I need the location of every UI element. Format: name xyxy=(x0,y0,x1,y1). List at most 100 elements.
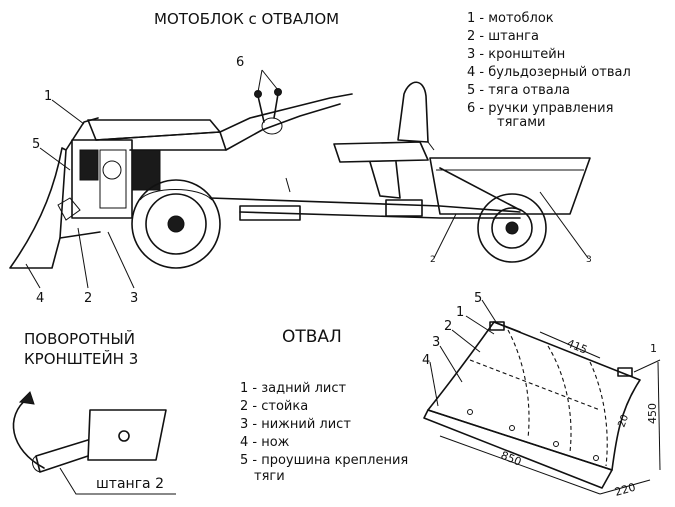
blade-section: ОТВАЛ 1 - задний лист 2 - стойка 3 - ниж… xyxy=(240,291,661,499)
cart-wheel-tyre xyxy=(477,193,547,263)
dim-line-450 xyxy=(657,361,661,471)
legend-item-2: 2 - штанга xyxy=(467,29,539,44)
bolt-hole xyxy=(467,409,473,415)
bolt-hole xyxy=(553,441,559,447)
blade-callout-2: 2 xyxy=(444,319,452,334)
blade-legend: 1 - задний лист 2 - стойка 3 - нижний ли… xyxy=(240,381,408,484)
callout-1: 1 xyxy=(44,89,52,104)
callout-line-6a xyxy=(257,69,263,93)
bracket-title-line2: КРОНШТЕЙН 3 xyxy=(24,349,138,368)
main-callouts: 1 5 6 4 2 3 2 3 xyxy=(25,55,592,306)
blade-legend-item-5-cont: тяги xyxy=(254,469,285,484)
cart-wheel-hub xyxy=(505,221,519,235)
seat-bracket xyxy=(427,141,435,151)
drive-wheel-tread xyxy=(139,189,213,201)
blade-rib-1 xyxy=(507,329,530,439)
diagram-title: МОТОБЛОК с ОТВАЛОМ xyxy=(154,10,339,28)
callout-line-5 xyxy=(39,147,71,171)
control-lever-left xyxy=(257,95,265,123)
callout-line-2 xyxy=(77,227,89,289)
blade-mid-line xyxy=(469,359,601,411)
blade-legend-item-3: 3 - нижний лист xyxy=(240,417,351,432)
legend-item-6-cont: тягами xyxy=(497,115,545,130)
dim-line-220 xyxy=(599,479,651,495)
blade-lug xyxy=(489,321,505,331)
dim-450: 450 xyxy=(646,403,659,424)
drawbar-lever xyxy=(285,177,291,193)
seat-post xyxy=(369,161,401,199)
callout-6: 6 xyxy=(236,55,244,70)
dim-415: 415 xyxy=(565,337,589,357)
blade-knife xyxy=(423,409,613,489)
bar-label-leader xyxy=(59,467,176,495)
seat-cushion xyxy=(333,141,429,163)
callout-3b: 3 xyxy=(586,255,592,265)
legend-item-1: 1 - мотоблок xyxy=(467,11,554,26)
blade-callout-3: 3 xyxy=(432,335,440,350)
callout-line-3b xyxy=(539,191,589,259)
engine-cylinder xyxy=(79,149,99,181)
drawbar-clamp xyxy=(239,205,301,221)
gearbox xyxy=(131,149,161,191)
blade-front-profile xyxy=(9,147,67,269)
blade-legend-item-1: 1 - задний лист xyxy=(240,381,347,396)
callout-2: 2 xyxy=(84,291,92,306)
blade-legend-item-2: 2 - стойка xyxy=(240,399,308,414)
tractor-illustration xyxy=(9,69,591,269)
legend-item-6: 6 - ручки управления xyxy=(467,101,613,116)
blade-callout-1: 1 xyxy=(456,305,464,320)
drawbar-lower xyxy=(239,211,521,219)
blade-top-rim xyxy=(493,321,521,333)
blade-callout-line-1 xyxy=(465,315,495,335)
cart-wheel-rim xyxy=(491,207,533,249)
upper-frame xyxy=(95,131,227,151)
callout-4: 4 xyxy=(36,291,44,306)
bracket-section: ПОВОРОТНЫЙ КРОНШТЕЙН 3 штанга 2 xyxy=(12,329,176,495)
blade-callout-line-4 xyxy=(429,361,439,407)
blade-legend-item-5: 5 - проушина крепления xyxy=(240,453,408,468)
blade-callout-4: 4 xyxy=(422,353,430,368)
dim-850: 850 xyxy=(499,449,523,469)
blade-callout-line-5 xyxy=(481,299,497,323)
blade-callout-line-3 xyxy=(439,345,463,383)
bracket-plate xyxy=(87,409,167,461)
bar-label: штанга 2 xyxy=(96,476,164,492)
blade-rib-3 xyxy=(589,361,608,467)
bolt-hole xyxy=(593,455,599,461)
callout-3: 3 xyxy=(130,291,138,306)
blade-back-sheet xyxy=(427,321,641,471)
callout-2b: 2 xyxy=(430,255,436,265)
blade-hinge xyxy=(57,197,81,221)
cart-stay xyxy=(439,167,521,211)
main-legend: 1 - мотоблок 2 - штанга 3 - кронштейн 4 … xyxy=(467,11,631,130)
engine-flywheel xyxy=(102,160,122,180)
blade-rib-2 xyxy=(547,345,572,453)
dim-line-415 xyxy=(539,331,601,359)
callout-line-6b xyxy=(261,69,279,91)
drawbar-joint xyxy=(385,199,423,217)
dim-220: 220 xyxy=(613,481,637,499)
drive-wheel-rim xyxy=(145,193,207,255)
callout-line-4 xyxy=(25,263,41,289)
drawbar-break xyxy=(32,455,41,473)
engine-housing xyxy=(99,149,127,209)
bolt-hole xyxy=(509,425,515,431)
blade-bottom-link xyxy=(59,231,101,239)
bracket-title-line1: ПОВОРОТНЫЙ xyxy=(24,329,135,348)
blade-lug-right xyxy=(617,367,633,377)
legend-item-3: 3 - кронштейн xyxy=(467,47,565,62)
drive-wheel-tyre xyxy=(131,179,221,269)
callout-line-2b xyxy=(433,213,457,259)
cart-body xyxy=(429,157,591,215)
blade-callout-1-right: 1 xyxy=(650,342,657,355)
blade-legend-item-4: 4 - нож xyxy=(240,435,290,450)
handlebar-clamp xyxy=(261,117,283,135)
blade-callout-line-2 xyxy=(451,329,481,353)
rotation-arrow-head xyxy=(18,391,35,405)
drive-wheel-hub xyxy=(167,215,185,233)
control-lever-right xyxy=(273,93,279,119)
blade-callout-5: 5 xyxy=(474,291,482,306)
handlebar-right xyxy=(225,103,341,151)
dim-20: 20 xyxy=(616,413,631,429)
